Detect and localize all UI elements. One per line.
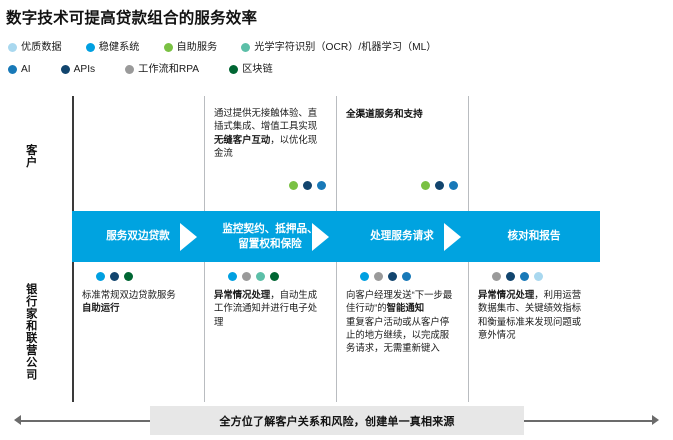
bank-cell-dots-4: [492, 272, 543, 281]
footer-arrow-right-icon: [652, 415, 659, 425]
customer-cell-heading: 全渠道服务和支持: [346, 109, 423, 120]
row-label-bank: 银行家和联营公司: [24, 283, 37, 381]
chevron-right-icon: [312, 222, 329, 251]
legend: 优质数据 稳健系统 自助服务 光学字符识别（OCR）/机器学习（ML） AI APIs 工…: [8, 39, 668, 79]
legend-item: 稳健系统: [85, 41, 140, 53]
indicator-dot-apis: [110, 272, 119, 281]
bank-cell-text: 重复客户活动或从客户停止的地方继续，以完成服务请求，无需重新键入: [346, 315, 450, 354]
legend-item: 自助服务: [163, 41, 218, 53]
bank-cell-dots-1: [96, 272, 133, 281]
bank-cell-1: 标准常规双边贷款服务自助运行: [82, 288, 194, 315]
column-divider: [336, 96, 337, 211]
process-step-3[interactable]: 处理服务请求: [336, 211, 468, 262]
column-divider: [468, 96, 469, 211]
process-band: 服务双边贷款 监控契约、抵押品、留置权和保险 处理服务请求 核对和报告: [72, 211, 600, 262]
footer-banner: 全方位了解客户关系和风险，创建单一真相来源: [150, 406, 524, 435]
indicator-dot-self-service: [289, 181, 298, 190]
indicator-dot-ai: [520, 272, 529, 281]
indicator-dot-robust-systems: [360, 272, 369, 281]
indicator-dot-apis: [435, 181, 444, 190]
legend-row-1: 优质数据 稳健系统 自助服务 光学字符识别（OCR）/机器学习（ML）: [8, 39, 668, 57]
indicator-dot-group: [228, 272, 279, 281]
legend-dot-ocr-ml: [241, 43, 251, 53]
indicator-dot-self-service: [421, 181, 430, 190]
footer-banner-text: 全方位了解客户关系和风险，创建单一真相来源: [219, 415, 455, 428]
chevron-right-icon: [444, 222, 461, 251]
legend-item: 光学字符识别（OCR）/机器学习（ML）: [241, 41, 437, 53]
customer-cell-3: 全渠道服务和支持: [346, 106, 458, 120]
legend-item-label: 稳健系统: [98, 41, 140, 53]
legend-item: 工作流和RPA: [125, 63, 200, 75]
chevron-right-icon: [180, 222, 197, 251]
indicator-dot-apis: [303, 181, 312, 190]
indicator-dot-group: [96, 272, 133, 281]
process-step-2[interactable]: 监控契约、抵押品、留置权和保险: [204, 211, 336, 262]
process-step-label: 监控契约、抵押品、留置权和保险: [222, 223, 318, 250]
process-step-1[interactable]: 服务双边贷款: [72, 211, 204, 262]
legend-item-label: 自助服务: [176, 41, 218, 53]
row-label-customer: 客户: [24, 143, 37, 169]
indicator-dot-ocr-ml: [256, 272, 265, 281]
indicator-dot-ai: [317, 181, 326, 190]
indicator-dot-robust-systems: [96, 272, 105, 281]
indicator-dot-apis: [388, 272, 397, 281]
indicator-dot-group: [289, 181, 326, 190]
indicator-dot-workflow-rpa: [374, 272, 383, 281]
legend-item-label: 优质数据: [21, 41, 62, 53]
indicator-dot-apis: [506, 272, 515, 281]
indicator-dot-blockchain: [124, 272, 133, 281]
legend-row-2: AI APIs 工作流和RPA 区块链: [8, 61, 668, 79]
indicator-dot-robust-systems: [228, 272, 237, 281]
legend-dot-quality-data: [8, 43, 17, 53]
indicator-dot-group: [421, 181, 458, 190]
bank-cell-text: 标准常规双边贷款服务自助运行: [82, 289, 176, 314]
process-step-4[interactable]: 核对和报告: [468, 211, 600, 262]
customer-cell-text: 通过提供无接触体验、直插式集成、增值工具实现无缝客户互动，以优化现金流: [214, 107, 318, 159]
legend-dot-robust-systems: [85, 43, 95, 53]
bank-cell-text: 向客户经理发送“下一步最佳行动”的智能通知: [346, 289, 453, 314]
indicator-dot-ai: [402, 272, 411, 281]
column-divider: [468, 262, 469, 402]
bank-cell-text: 异常情况处理，自动生成工作流通知并进行电子处理: [214, 289, 318, 327]
legend-item: AI: [8, 63, 31, 75]
bank-cell-3: 向客户经理发送“下一步最佳行动”的智能通知重复客户活动或从客户停止的地方继续，以…: [346, 288, 458, 355]
legend-item: 优质数据: [8, 41, 62, 53]
bank-cell-dots-2: [228, 272, 279, 281]
indicator-dot-quality-data: [534, 272, 543, 281]
legend-item-label: 区块链: [242, 63, 273, 75]
customer-cell-dots-3: [421, 181, 458, 190]
legend-dot-blockchain: [229, 65, 239, 75]
legend-dot-workflow-rpa: [125, 65, 135, 75]
bank-cell-2: 异常情况处理，自动生成工作流通知并进行电子处理: [214, 288, 326, 328]
indicator-dot-workflow-rpa: [242, 272, 251, 281]
indicator-dot-group: [492, 272, 543, 281]
process-step-label: 核对和报告: [507, 230, 561, 243]
customer-cell-2: 通过提供无接触体验、直插式集成、增值工具实现无缝客户互动，以优化现金流: [214, 106, 326, 159]
process-step-label: 处理服务请求: [370, 230, 434, 243]
legend-dot-ai: [8, 65, 17, 75]
indicator-dot-ai: [449, 181, 458, 190]
legend-item-label: 工作流和RPA: [138, 63, 200, 75]
bank-cell-text: 异常情况处理，利用运营数据集市、关键绩效指标和衡量标准来发现问题或意外情况: [478, 289, 582, 341]
legend-item-label: APIs: [73, 63, 96, 75]
bank-cell-4: 异常情况处理，利用运营数据集市、关键绩效指标和衡量标准来发现问题或意外情况: [478, 288, 590, 341]
column-divider: [204, 262, 205, 402]
legend-item: 区块链: [229, 63, 273, 75]
indicator-dot-workflow-rpa: [492, 272, 501, 281]
legend-item: APIs: [60, 63, 96, 75]
page-title: 数字技术可提高贷款组合的服务效率: [6, 10, 258, 27]
customer-cell-dots-2: [289, 181, 326, 190]
legend-dot-self-service: [163, 43, 173, 53]
footer-arrow-left-icon: [14, 415, 21, 425]
legend-dot-apis: [60, 65, 70, 75]
indicator-dot-group: [360, 272, 411, 281]
indicator-dot-blockchain: [270, 272, 279, 281]
column-divider: [336, 262, 337, 402]
legend-item-label: 光学字符识别（OCR）/机器学习（ML）: [254, 41, 437, 53]
process-step-label: 服务双边贷款: [106, 230, 170, 243]
column-divider: [204, 96, 205, 211]
legend-item-label: AI: [21, 63, 31, 75]
bank-cell-dots-3: [360, 272, 411, 281]
